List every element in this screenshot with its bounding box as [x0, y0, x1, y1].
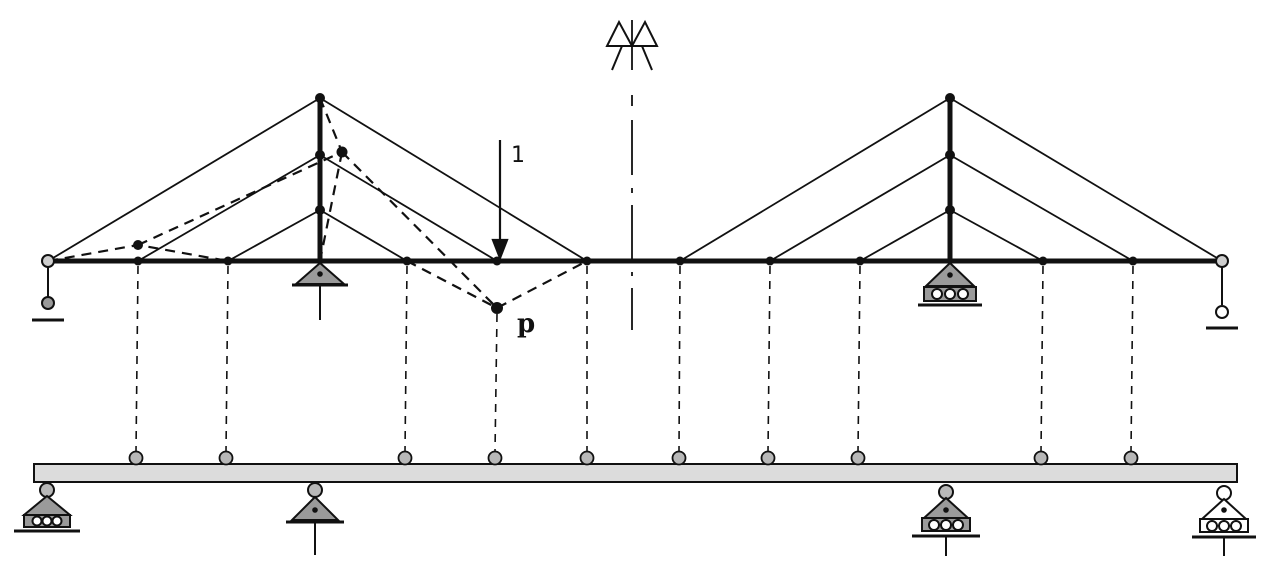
symmetry-symbol: [605, 19, 659, 71]
lower-pin-support: [286, 482, 344, 555]
right-roller-support-upper: [918, 261, 982, 307]
left-pin-support-upper: [292, 261, 348, 320]
load-label: 1: [511, 143, 525, 168]
hanger-links: [135, 265, 1134, 453]
left-cables: [47, 97, 588, 262]
load-arrow: [491, 140, 509, 262]
lower-beam-nodes: [128, 450, 1139, 466]
left-end-link-support: [32, 267, 64, 322]
lower-beam: [33, 463, 1238, 483]
right-cables: [679, 97, 1223, 262]
lower-left-roller-support: [14, 482, 80, 533]
right-end-link-support: [1206, 267, 1238, 330]
point-label: p: [517, 309, 535, 339]
deflected-nodes: [133, 146, 503, 314]
lower-right-roller-support: [912, 484, 980, 556]
lower-end-roller-support: [1192, 485, 1256, 556]
